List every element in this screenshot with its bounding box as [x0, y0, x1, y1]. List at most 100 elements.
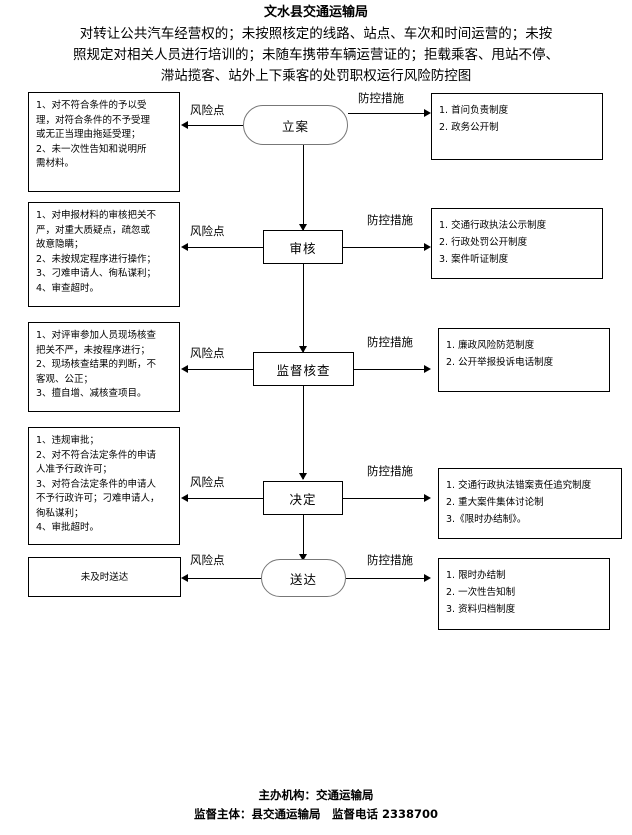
- stage-label: 决定: [289, 491, 317, 507]
- stage-label: 监督核查: [276, 362, 331, 378]
- measure-line: 1. 交通行政执法错案责任追究制度: [446, 480, 592, 491]
- risk-box-lian: 1、对不符合条件的予以受 理，对符合条件的不予受理 或无正当理由拖延受理； 2、…: [28, 92, 180, 192]
- arrowhead-measure-5: [424, 574, 431, 582]
- risk-line: 人准予行政许可；: [36, 464, 113, 475]
- edge-label-risk-1: 风险点: [190, 103, 225, 117]
- connector-risk-4: [187, 498, 263, 499]
- risk-line: 1、对评审参加人员现场核查: [36, 330, 157, 341]
- measure-line: 2. 一次性告知制: [446, 587, 516, 598]
- measure-line: 3.《限时办结制》。: [446, 514, 527, 525]
- connector-flow-4-5: [303, 515, 304, 560]
- connector-measure-3: [354, 369, 426, 370]
- measure-line: 2. 重大案件集体讨论制: [446, 497, 544, 508]
- connector-measure-4: [343, 498, 426, 499]
- page-subtitle: 对转让公共汽车经营权的；未按照核定的线路、站点、车次和时间运营的；未按 照规定对…: [18, 24, 614, 87]
- arrowhead-flow-1-2: [299, 224, 307, 231]
- measure-box-jiandu: 1. 廉政风险防范制度 2. 公开举报投诉电话制度: [438, 328, 610, 392]
- edge-label-measure-1: 防控措施: [358, 91, 404, 105]
- arrowhead-measure-1: [424, 109, 431, 117]
- risk-line: 3、擅自增、减核查项目。: [36, 388, 147, 399]
- measure-box-shenhe: 1. 交通行政执法公示制度 2. 行政处罚公开制度 3. 案件听证制度: [431, 208, 603, 279]
- subtitle-line-1: 对转让公共汽车经营权的；未按照核定的线路、站点、车次和时间运营的；未按: [79, 26, 553, 42]
- edge-label-risk-5: 风险点: [190, 553, 225, 567]
- connector-risk-5: [187, 578, 263, 579]
- arrowhead-risk-5: [181, 574, 188, 582]
- stage-label: 立案: [281, 118, 309, 134]
- risk-line: 不予行政许可；刁难申请人，: [36, 493, 160, 504]
- footer-supervisor-text: 监督主体：县交通运输局 监督电话: [193, 807, 382, 821]
- risk-line: 2、现场核查结果的判断，不: [36, 359, 157, 370]
- risk-line: 4、审查超时。: [36, 282, 100, 294]
- risk-line: 徇私谋利；: [36, 507, 84, 519]
- connector-measure-2: [343, 247, 426, 248]
- risk-line: 2、未按规定程序进行操作；: [36, 253, 157, 265]
- risk-line: 1、对不符合条件的予以受: [36, 100, 147, 111]
- risk-line: 2、未一次性告知和说明所: [36, 143, 147, 155]
- risk-box-jueding: 1、违规审批； 2、对不符合法定条件的申请 人准予行政许可； 3、对符合法定条件…: [28, 427, 180, 545]
- edge-label-measure-5: 防控措施: [367, 553, 413, 567]
- connector-measure-1: [348, 113, 426, 114]
- footer-supervisor: 监督主体：县交通运输局 监督电话 2338700: [0, 805, 632, 824]
- arrowhead-risk-2: [181, 243, 188, 251]
- arrowhead-measure-2: [424, 243, 431, 251]
- stage-node-jiandu[interactable]: 监督核查: [253, 352, 354, 386]
- risk-line: 理，对符合条件的不予受理: [36, 114, 151, 126]
- stage-label: 审核: [289, 240, 317, 256]
- arrowhead-flow-4-5: [299, 554, 307, 561]
- arrowhead-risk-3: [181, 365, 188, 373]
- edge-label-measure-4: 防控措施: [367, 464, 413, 478]
- arrowhead-risk-1: [181, 121, 188, 129]
- measure-box-jueding: 1. 交通行政执法错案责任追究制度 2. 重大案件集体讨论制 3.《限时办结制》…: [438, 468, 622, 539]
- risk-line: 或无正当理由拖延受理；: [36, 129, 141, 140]
- edge-label-measure-3: 防控措施: [367, 335, 413, 349]
- stage-node-songda[interactable]: 送达: [261, 559, 346, 597]
- measure-line: 1. 廉政风险防范制度: [446, 340, 535, 351]
- risk-line: 1、对申报材料的审核把关不: [36, 210, 157, 221]
- measure-line: 1. 交通行政执法公示制度: [439, 220, 547, 231]
- connector-risk-1: [187, 125, 243, 126]
- stage-node-lian[interactable]: 立案: [243, 105, 348, 145]
- stage-node-jueding[interactable]: 决定: [263, 481, 343, 515]
- subtitle-line-3: 滞站揽客、站外上下乘客的处罚职权运行风险防控图: [160, 68, 472, 84]
- footer: 主办机构：交通运输局 监督主体：县交通运输局 监督电话 2338700: [0, 786, 632, 824]
- risk-line: 严，对重大质疑点，疏忽或: [36, 224, 151, 236]
- risk-line: 2、对不符合法定条件的申请: [36, 449, 157, 461]
- connector-flow-1-2: [303, 145, 304, 230]
- edge-label-risk-4: 风险点: [190, 475, 225, 489]
- risk-line: 3、对符合法定条件的申请人: [36, 478, 157, 490]
- measure-box-songda: 1. 限时办结制 2. 一次性告知制 3. 资料归档制度: [438, 558, 610, 630]
- connector-flow-2-3: [303, 264, 304, 352]
- stage-node-shenhe[interactable]: 审核: [263, 230, 343, 264]
- measure-box-lian: 1. 首问负责制度 2. 政务公开制: [431, 93, 603, 160]
- arrowhead-measure-4: [424, 494, 431, 502]
- risk-line: 需材料。: [36, 158, 75, 169]
- arrowhead-flow-3-4: [299, 473, 307, 480]
- edge-label-risk-3: 风险点: [190, 346, 225, 360]
- measure-line: 1. 首问负责制度: [439, 105, 509, 116]
- risk-line: 1、违规审批；: [36, 435, 100, 446]
- arrowhead-flow-2-3: [299, 346, 307, 353]
- risk-line: 把关不严，未按程序进行；: [36, 344, 151, 356]
- measure-line: 1. 限时办结制: [446, 570, 506, 581]
- stage-label: 送达: [289, 571, 317, 587]
- connector-measure-5: [346, 578, 426, 579]
- page-title: 文水县交通运输局: [263, 5, 368, 20]
- subtitle-line-2: 照规定对相关人员进行培训的；未随车携带车辆运营证的；拒载乘客、甩站不停、: [73, 47, 559, 63]
- connector-risk-2: [187, 247, 263, 248]
- measure-line: 2. 行政处罚公开制度: [439, 237, 528, 248]
- risk-line: 未及时送达: [80, 571, 129, 583]
- connector-risk-3: [187, 369, 253, 370]
- risk-line: 4、审批超时。: [36, 522, 100, 533]
- measure-line: 3. 案件听证制度: [439, 254, 509, 265]
- footer-phone: 2338700: [382, 807, 439, 821]
- risk-box-songda: 未及时送达: [28, 557, 181, 597]
- connector-flow-3-4: [303, 386, 304, 479]
- risk-box-jiandu: 1、对评审参加人员现场核查 把关不严，未按程序进行； 2、现场核查结果的判断，不…: [28, 322, 180, 412]
- arrowhead-risk-4: [181, 494, 188, 502]
- measure-line: 2. 公开举报投诉电话制度: [446, 357, 554, 368]
- footer-organizer: 主办机构：交通运输局: [258, 788, 374, 802]
- edge-label-measure-2: 防控措施: [367, 213, 413, 227]
- arrowhead-measure-3: [424, 365, 431, 373]
- risk-box-shenhe: 1、对申报材料的审核把关不 严，对重大质疑点，疏忽或 故意隐瞒； 2、未按规定程…: [28, 202, 180, 307]
- edge-label-risk-2: 风险点: [190, 224, 225, 238]
